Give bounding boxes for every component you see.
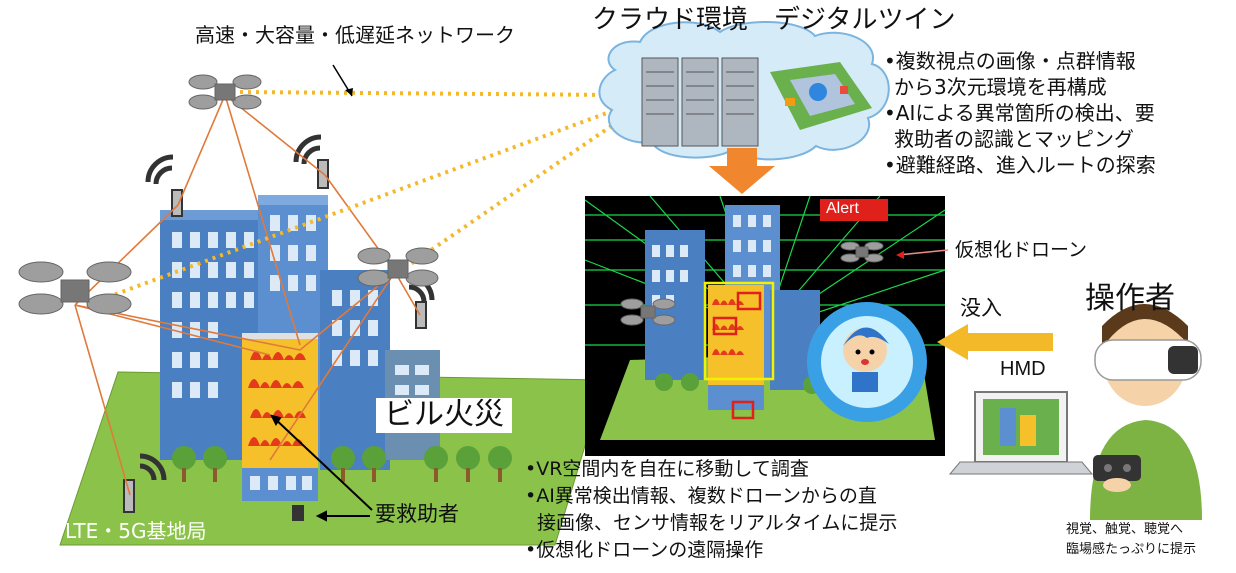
cloud-to-twin-arrow: [709, 148, 775, 194]
twin-view: [584, 195, 946, 456]
building-fire-label: ビル火災: [376, 397, 512, 433]
cloud-bullet-2: から3次元環境を再構成: [894, 75, 1107, 99]
server-racks: [641, 57, 759, 147]
immersion-label: 没入: [960, 296, 1002, 320]
cloud-bullet-3: •AIによる異常箇所の検出、要: [884, 101, 1155, 125]
vr-bullet-3: 接画像、センサ情報をリアルタイムに提示: [537, 512, 898, 534]
sense-caption: 視覚、触覚、聴覚へ 臨場感たっぷりに提示: [1066, 520, 1196, 560]
rescue-person-label: 要救助者: [375, 502, 459, 526]
network-label: 高速・大容量・低遅延ネットワーク: [195, 23, 515, 47]
virtual-drone-pointer: [897, 249, 949, 256]
laptop: [948, 391, 1094, 475]
burning-building: [242, 333, 318, 521]
cloud-title: クラウド環境 デジタルツイン: [592, 5, 956, 35]
city-map-illustration: [770, 62, 872, 130]
real-drones: [18, 74, 439, 315]
cloud-bullet-5: •避難経路、進入ルートの探索: [884, 153, 1156, 177]
base-station-label: LTE・5G基地局: [65, 519, 207, 543]
sense-line-2: 臨場感たっぷりに提示: [1066, 542, 1197, 557]
hmd-label: HMD: [1000, 358, 1046, 380]
cloud-shape: [598, 20, 890, 161]
left-trees: [172, 446, 512, 470]
cloud-bullet-1: •複数視点の画像・点群情報: [884, 49, 1136, 73]
left-tree-trunks: [182, 468, 502, 482]
virtual-drone-label: 仮想化ドローン: [955, 239, 1088, 261]
vr-bullet-4: •仮想化ドローンの遠隔操作: [525, 539, 764, 561]
operator-label: 操作者: [1085, 281, 1175, 316]
vr-bullet-2: •AI異常検出情報、複数ドローンからの直: [525, 485, 877, 507]
vr-bullet-list: •VR空間内を自在に移動して調査 •AI異常検出情報、複数ドローンからの直 接画…: [525, 456, 897, 564]
cloud-bullet-list: •複数視点の画像・点群情報 から3次元環境を再構成 •AIによる異常箇所の検出、…: [884, 48, 1156, 178]
cloud-bullet-4: 救助者の認識とマッピング: [894, 127, 1134, 151]
immersion-arrow: [937, 324, 1053, 360]
alert-badge: Alert: [826, 200, 859, 217]
sense-line-1: 視覚、触覚、聴覚へ: [1066, 522, 1184, 537]
rescue-arrows: [270, 414, 373, 522]
network-links: [99, 90, 622, 302]
vr-bullet-1: •VR空間内を自在に移動して調査: [525, 458, 809, 480]
operator-figure: [1090, 304, 1202, 520]
